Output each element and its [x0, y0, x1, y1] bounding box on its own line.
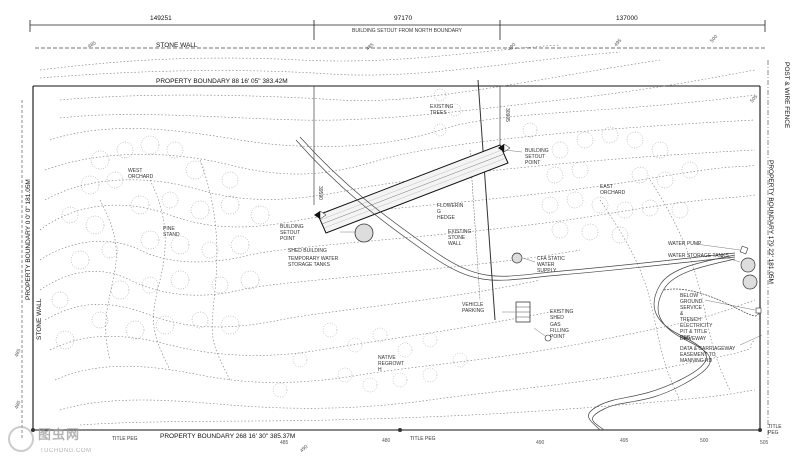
watermark-subtext: TUCHONG.COM	[40, 448, 92, 454]
contour-label: 495	[620, 438, 629, 444]
dimension-3: 137000	[616, 15, 638, 22]
water-storage-tank-2	[742, 274, 758, 290]
east-orchard-label: EAST ORCHARD	[600, 184, 626, 196]
native-regrowth-trees	[272, 322, 468, 398]
temporary-water-tank	[354, 223, 374, 243]
water-tanks-label: WATER STORAGE TANKS	[668, 253, 729, 259]
contour-label: 505	[760, 440, 769, 446]
dimension-1: 149251	[150, 15, 172, 22]
existing-stone-wall	[477, 79, 496, 321]
dimension-2: 97170	[394, 15, 413, 22]
title-pegs	[31, 428, 762, 432]
cfa-water-label: CFA STATIC WATER SUPPLY	[537, 256, 565, 274]
east-boundary-label: PROPERTY BOUNDARY 179 22' 181.05m	[767, 160, 774, 284]
south-boundary-label: PROPERTY BOUNDARY 268 16' 30" 385.37m	[160, 433, 296, 440]
contour-label: 480	[382, 438, 391, 444]
vehicle-parking-label: VEHICLE PARKING	[462, 302, 485, 314]
gas-filling-label: GAS FILLING POINT	[550, 322, 569, 340]
driveway-label: DRIVEWAY	[680, 336, 707, 342]
property-boundary	[32, 85, 761, 431]
water-pump-label: WATER PUMP	[668, 241, 702, 247]
building-setout-left-label: BUILDING SETOUT POINT	[280, 224, 304, 242]
west-boundary-label: PROPERTY BOUNDARY 0 0' 0" 181.05m	[25, 179, 32, 300]
contour-label: 485	[280, 440, 289, 446]
leader-lines	[340, 149, 763, 346]
cfa-water-tank	[511, 252, 523, 264]
shed-building-label: SHED BUILDING	[288, 248, 327, 254]
pine-stand-label: PINE STAND	[163, 226, 180, 238]
stone-wall-west-label: STONE WALL	[36, 298, 43, 340]
contour-label: 500	[700, 438, 709, 444]
watermark-logo	[8, 426, 34, 452]
top-dimension-line	[29, 20, 766, 40]
contour-lines	[39, 44, 756, 426]
setout-marker-left	[314, 210, 327, 220]
driveway	[295, 136, 761, 431]
proposed-building	[317, 144, 509, 234]
west-orchard-label: WEST ORCHARD	[128, 168, 154, 180]
title-peg-2-label: TITLE PEG	[410, 436, 436, 442]
watermark-text: 图虫网	[38, 427, 81, 442]
title-peg-1-label: TITLE PEG	[112, 436, 138, 442]
existing-shed-label: EXISTING SHED	[550, 309, 574, 321]
existing-stone-wall-label: EXISTING STONE WALL	[448, 229, 472, 247]
setout-caption: BUILDING SETOUT FROM NORTH BOUNDARY	[352, 28, 462, 34]
easement-label: DATA & CARRIAGEWAY EASEMENT TO MANNING R…	[680, 346, 736, 364]
water-pump	[739, 245, 749, 255]
temporary-water-label: TEMPORARY WATER STORAGE TANKS	[288, 256, 339, 268]
stone-wall-top-label: STONE WALL	[156, 42, 198, 49]
post-fence-label: POST & WIRE FENCE	[783, 62, 790, 129]
electricity-pit	[755, 307, 762, 314]
building-setout-right-label: BUILDING SETOUT POINT	[525, 148, 549, 166]
below-ground-label: BELOW GROUND SERVICE & TRENCH ELECTRICIT…	[680, 293, 713, 341]
native-regrowth-label: NATIVE REGROWT H	[378, 355, 405, 373]
existing-shed	[515, 301, 531, 323]
contour-label: 490	[536, 440, 545, 446]
setout-dimension-lines	[310, 85, 504, 205]
flowering-hedge-label: FLOWERIN G HEDGE	[437, 203, 464, 221]
vertical-dimension-b: 30905	[504, 108, 510, 122]
existing-trees	[433, 88, 462, 137]
water-storage-tank-1	[740, 257, 756, 273]
vertical-dimension-a: 39590	[317, 186, 323, 200]
north-boundary-label: PROPERTY BOUNDARY 88 16' 05" 383.42m	[156, 78, 288, 85]
east-orchard-trees	[522, 122, 699, 244]
west-orchard-trees	[51, 135, 270, 350]
gas-filling-point	[544, 334, 552, 342]
title-peg-3-label: TITLE PEG	[768, 424, 782, 436]
existing-trees-label: EXISTING TREES	[430, 104, 454, 116]
